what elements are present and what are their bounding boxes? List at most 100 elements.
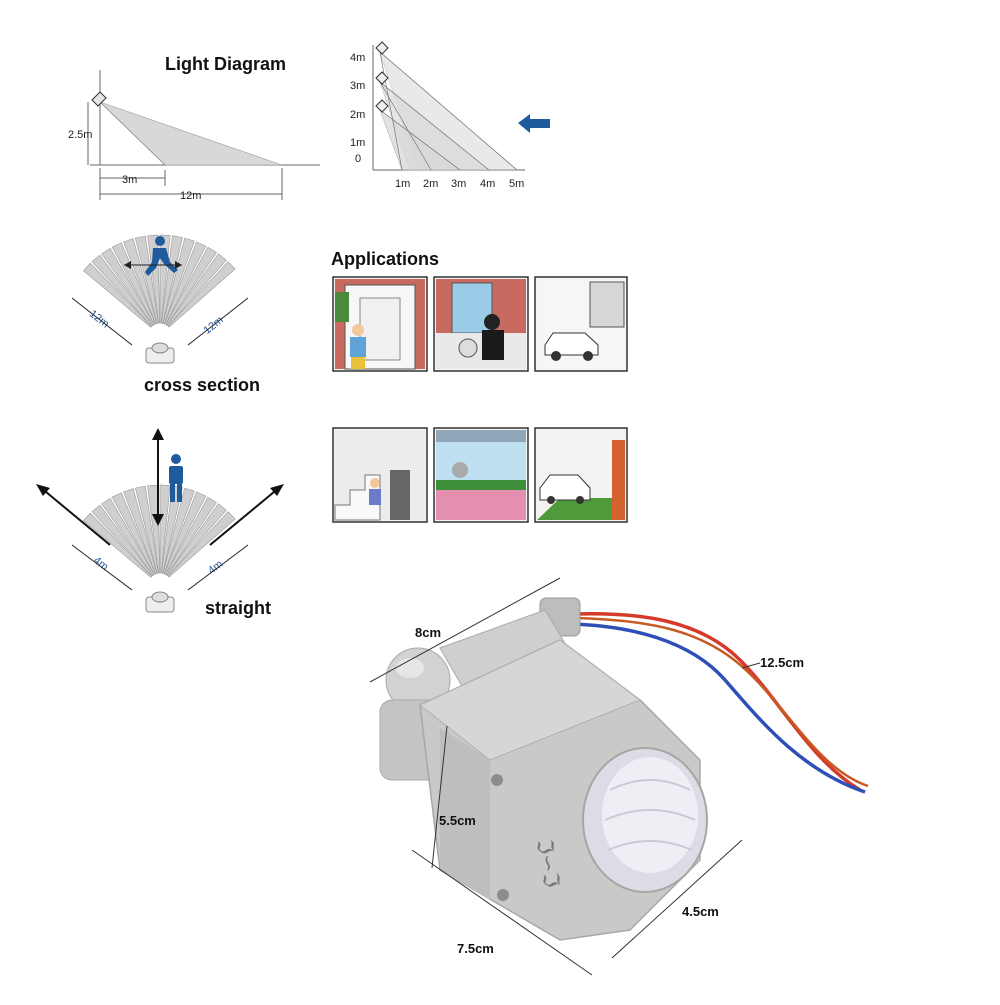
fan-segment	[165, 496, 217, 576]
body-top-face	[419, 639, 642, 761]
x-label-4m: 4m	[480, 178, 495, 190]
fan-segment	[162, 487, 195, 575]
beam-line-b	[379, 81, 490, 171]
far-label: 12m	[180, 190, 201, 202]
sensor-icon-4m	[375, 41, 389, 55]
fan-segment	[91, 504, 154, 577]
cross-left-dim	[71, 297, 133, 346]
body-front-panel	[440, 728, 490, 900]
fan-segment	[91, 254, 154, 327]
diag-right-head-icon	[270, 484, 284, 496]
fan-segment	[167, 511, 236, 578]
fan-segment	[134, 235, 159, 324]
product-photo: ℑ∽ℑ	[379, 597, 869, 941]
fan-segment	[101, 497, 155, 576]
screw-hole-bottom	[497, 889, 509, 901]
product-dimensions: 8cm 5.5cm 7.5cm 4.5cm 12.5cm	[369, 577, 804, 976]
scene-intruder	[433, 276, 529, 372]
fan-segment	[165, 246, 217, 326]
up-arrow-icon	[152, 428, 164, 440]
straight-caption: straight	[205, 598, 271, 618]
scene-car-garage	[534, 276, 628, 372]
straight-left-dim	[71, 544, 133, 591]
fan-segment	[166, 253, 227, 327]
diag-left-head-icon	[36, 484, 50, 496]
sensor-icon-3m	[375, 71, 389, 85]
beam-line-a	[379, 51, 518, 171]
wire-dim-line	[741, 662, 761, 669]
sensor-base-icon	[145, 342, 175, 364]
width-dim-line	[369, 577, 561, 683]
straight-right-dim	[187, 544, 249, 591]
sensor-base-icon	[145, 591, 175, 613]
standing-person-icon	[169, 454, 183, 502]
diag-left-arrow	[39, 486, 111, 546]
sensor-icon	[91, 91, 107, 107]
fan-segment	[161, 485, 183, 574]
screw-hole-top	[491, 774, 503, 786]
left-arrow-icon	[518, 114, 550, 133]
wire-label: 12.5cm	[760, 655, 804, 670]
fan-segment	[123, 238, 158, 325]
straight-left-label: 4m	[91, 554, 110, 573]
y-label-1m: 1m	[350, 137, 365, 149]
sensor-icon-2m	[375, 99, 389, 113]
fan-segment	[101, 247, 155, 326]
mount-height-chart: 4m 3m 2m 1m 0 1m 2m 3m 4m 5m	[350, 41, 550, 190]
x-label-3m: 3m	[451, 178, 466, 190]
base-dim-line	[411, 849, 593, 976]
height-label: 5.5cm	[439, 813, 476, 828]
red-wire	[573, 611, 861, 792]
fan-segment	[123, 488, 158, 575]
beam-line-e	[379, 81, 432, 171]
x-label-2m: 2m	[423, 178, 438, 190]
depth-dim-line	[611, 839, 743, 959]
cross-right-dim	[187, 297, 249, 346]
blue-wire	[571, 622, 866, 794]
cross-section-diagram: 12m 12m cross section	[71, 234, 260, 395]
x-label-5m: 5m	[509, 178, 524, 190]
light-diagram: Light Diagram 2.5m 3m 12m	[68, 54, 320, 202]
down-arrow-icon	[152, 514, 164, 526]
height-dim-line	[431, 725, 448, 869]
beam-edge-near	[99, 101, 166, 166]
applications-title: Applications	[331, 249, 439, 269]
fan-segment	[134, 485, 159, 574]
depth-label: 4.5cm	[682, 904, 719, 919]
fan-segment	[164, 491, 207, 575]
beam-line-d	[379, 51, 403, 171]
scene-door-entry	[332, 276, 428, 372]
width-label: 8cm	[415, 625, 441, 640]
motion-arrow-head-left	[124, 261, 131, 269]
base-label: 7.5cm	[457, 941, 494, 956]
motion-arrow-head-right	[175, 261, 182, 269]
scene-driveway-car	[534, 427, 628, 523]
fan-segment	[166, 503, 227, 577]
y-label-4m: 4m	[350, 52, 365, 64]
orange-wire	[574, 616, 869, 788]
fan-segment	[167, 261, 236, 328]
fan-segments	[82, 484, 236, 578]
y-label-0: 0	[355, 153, 361, 165]
fan-straight	[82, 484, 236, 578]
y-label-3m: 3m	[350, 80, 365, 92]
fan-segment	[164, 241, 207, 325]
straight-diagram: 4m 4m straight	[36, 428, 284, 618]
diag-right-arrow	[209, 486, 281, 546]
fan-segment	[82, 262, 153, 328]
x-label-1m: 1m	[395, 178, 410, 190]
near-label: 3m	[122, 174, 137, 186]
y-label-2m: 2m	[350, 109, 365, 121]
fan-segment	[111, 242, 156, 325]
walking-person-icon	[145, 236, 178, 276]
beam-line-c	[379, 109, 461, 171]
height-label: 2.5m	[68, 129, 92, 141]
applications: Applications	[331, 249, 628, 523]
fan-segment	[111, 492, 156, 575]
cross-section-caption: cross section	[144, 375, 260, 395]
scene-window	[433, 427, 529, 523]
light-diagram-title: Light Diagram	[165, 54, 286, 74]
scene-stairway	[332, 427, 428, 523]
